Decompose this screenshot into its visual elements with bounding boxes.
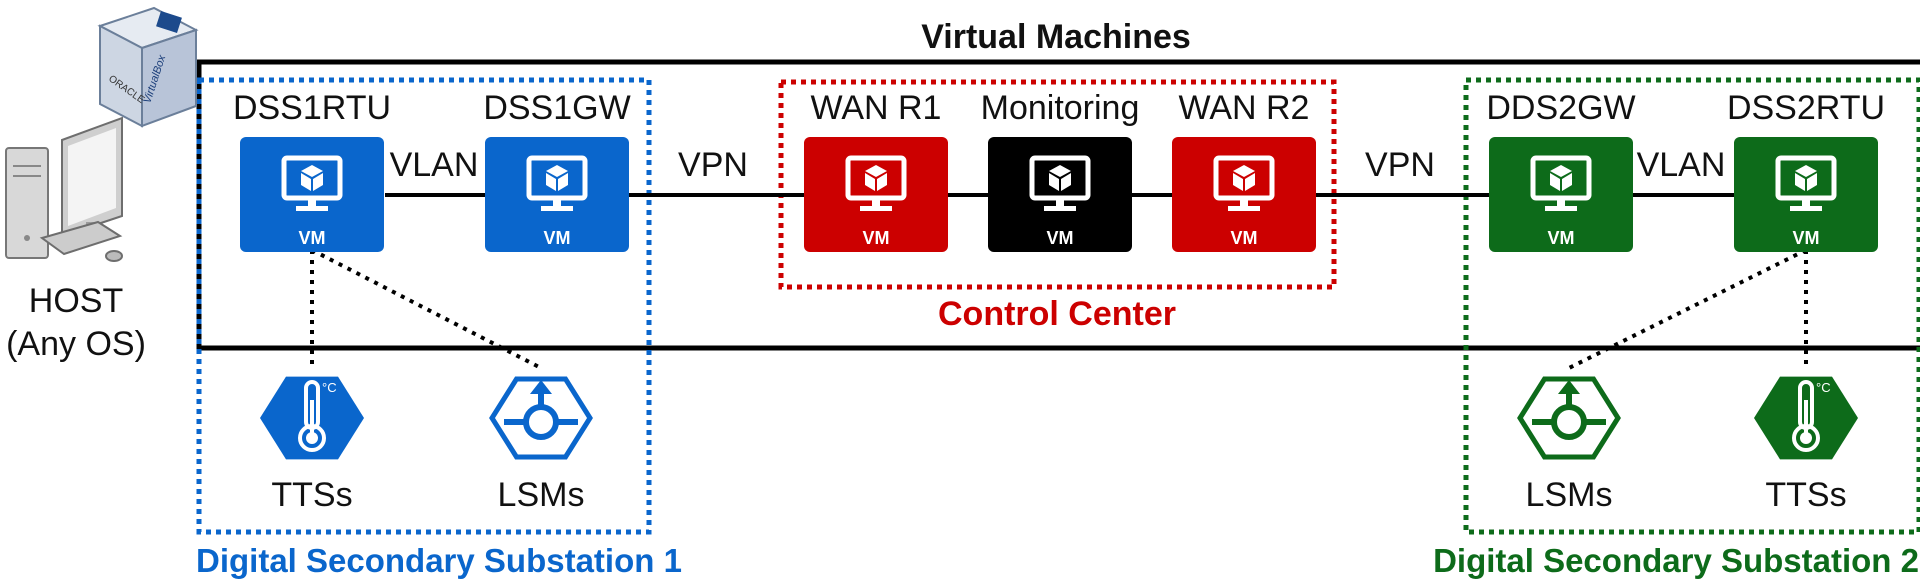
vpn-left-label: VPN [678, 146, 748, 184]
unit-label: °C [322, 380, 337, 395]
computer-icon [5, 116, 123, 262]
substation1-label: Digital Secondary Substation 1 [196, 542, 682, 579]
host-label-line1: HOST [29, 282, 123, 320]
monitor-cube-icon [1530, 155, 1592, 211]
vm-name: WAN R1 [811, 89, 942, 127]
vm-box [804, 137, 948, 252]
vm-name: DSS2RTU [1727, 89, 1885, 127]
vm-badge: VM [863, 228, 890, 248]
vm-badge: VM [1047, 228, 1074, 248]
thermometer-icon [298, 380, 326, 452]
device-label: LSMs [1526, 476, 1613, 514]
virtualbox-logo-icon: ORACLE VirtualBox [97, 6, 199, 128]
substation1-frame [196, 77, 652, 535]
sensor-links [310, 248, 1808, 370]
hexagon-shape [1517, 376, 1621, 460]
switch-icon [504, 380, 578, 440]
substation2-label: Digital Secondary Substation 2 [1433, 542, 1919, 579]
vm-node-wanr2[interactable]: WAN R2 VM [1172, 89, 1316, 252]
vm-box [988, 137, 1132, 252]
vm-name: DDS2GW [1486, 89, 1635, 127]
device-lsm2[interactable]: LSMs [1517, 376, 1621, 514]
vm-box [1734, 137, 1878, 252]
monitor-cube-icon [526, 155, 588, 211]
vm-box [1172, 137, 1316, 252]
field-devices: °C TTSs LSMs LSMs °C TTSs [260, 376, 1858, 514]
vm-badge: VM [544, 228, 571, 248]
vlan-right-label: VLAN [1637, 146, 1726, 184]
vlan-left-label: VLAN [390, 146, 479, 184]
monitor-cube-icon [281, 155, 343, 211]
monitor-cube-icon [1029, 155, 1091, 211]
vm-name: Monitoring [981, 89, 1140, 127]
vm-badge: VM [299, 228, 326, 248]
device-label: TTSs [271, 476, 352, 514]
substation2-frame [1463, 77, 1920, 535]
vm-box [485, 137, 629, 252]
unit-label: °C [1816, 380, 1831, 395]
vpn-right-label: VPN [1365, 146, 1435, 184]
device-tts2[interactable]: °C TTSs [1754, 376, 1858, 514]
vm-node-dss2rtu[interactable]: DSS2RTU VM [1727, 89, 1885, 252]
switch-icon [1532, 380, 1606, 440]
link-rtu1-lsm [311, 248, 542, 370]
monitor-cube-icon [845, 155, 907, 211]
virtual-machines-frame [196, 59, 1920, 351]
vm-badge: VM [1231, 228, 1258, 248]
host-computer: HOST (Any OS) [5, 116, 146, 363]
device-label: LSMs [498, 476, 585, 514]
monitor-cube-icon [1213, 155, 1275, 211]
vm-box [240, 137, 384, 252]
vm-node-dds2gw[interactable]: DDS2GW VM [1486, 89, 1636, 252]
hexagon-shape [489, 376, 593, 460]
control-center-label: Control Center [938, 295, 1176, 333]
diagram-title: Virtual Machines [921, 18, 1191, 56]
device-lsm1[interactable]: LSMs [489, 376, 593, 514]
vm-node-dss1rtu[interactable]: DSS1RTU VM [233, 89, 391, 252]
monitor-cube-icon [1775, 155, 1837, 211]
vm-name: DSS1RTU [233, 89, 391, 127]
control-center-frame [778, 79, 1337, 290]
vm-badge: VM [1548, 228, 1575, 248]
link-rtu2-lsm [1568, 248, 1807, 370]
vm-name: WAN R2 [1179, 89, 1310, 127]
vm-box [1489, 137, 1633, 252]
vm-name: DSS1GW [483, 89, 630, 127]
host-label-line2: (Any OS) [6, 325, 146, 363]
vm-badge: VM [1793, 228, 1820, 248]
vm-node-wanr1[interactable]: WAN R1 VM [804, 89, 948, 252]
vm-node-dss1gw[interactable]: DSS1GW VM [483, 89, 631, 252]
device-tts1[interactable]: °C TTSs [260, 376, 364, 514]
device-label: TTSs [1765, 476, 1846, 514]
thermometer-icon [1792, 380, 1820, 452]
